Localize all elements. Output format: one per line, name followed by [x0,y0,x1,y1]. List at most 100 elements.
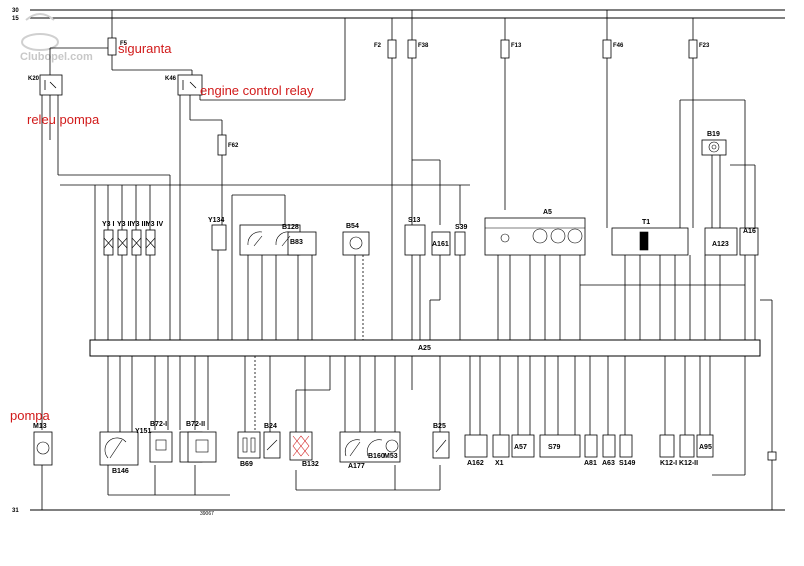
ecu-a25-box [89,339,761,357]
module-a16 [739,227,759,256]
label-s39: S39 [455,224,468,231]
label-a162: A162 [467,460,484,467]
label-s149: S149 [619,460,635,467]
fuse-f13 [500,39,510,59]
fuse-f46 [602,39,612,59]
switch-s13 [404,224,426,256]
relay-k46 [177,74,203,96]
label-s79: S79 [548,444,561,451]
sensor-b25 [432,431,450,459]
sensor-b69 [237,431,261,459]
relay-k20 [39,74,63,96]
switch-s79 [539,434,581,458]
label-b69: B69 [240,461,253,468]
label-b128: B128 [282,224,299,231]
pump-m13 [33,431,53,466]
label-a123: A123 [712,241,729,248]
rail-30-label: 30 [12,8,19,14]
fuse-f46-label: F46 [613,43,624,49]
label-y3-iii: Y3 III [131,221,147,228]
module-a177 [339,431,401,463]
label-b83: B83 [290,239,303,246]
rail-15-label: 15 [12,16,19,22]
fuse-f38-label: F38 [418,43,429,49]
label-a95: A95 [699,444,712,451]
label-y3-iv: Y3 IV [146,221,163,228]
relay-k12-ii [679,434,695,458]
module-a57 [511,434,535,458]
sensor-b72-ii [187,431,217,463]
injector-y3-ii [117,229,128,256]
module-a123 [704,227,738,256]
fuse-f38 [407,39,417,59]
fuse-f5-label: F5 [120,41,128,47]
label-y134: Y134 [208,217,224,224]
rail-31-label: 31 [12,508,19,514]
annotation-pompa: pompa [10,408,51,423]
injector-y3-iv [145,229,156,256]
fuse-f62-label: F62 [228,143,239,149]
label-m13: M13 [33,423,47,430]
label-b54: B54 [346,223,359,230]
label-a177: A177 [348,463,365,470]
label-b72-i: B72-I [150,421,167,428]
switch-s149 [619,434,633,458]
sensor-b146 [99,431,139,466]
injector-y3-i [103,229,114,256]
label-s13: S13 [408,217,421,224]
ecu-a25-label: A25 [418,345,431,352]
module-a63 [602,434,616,458]
label-b72-ii: B72-II [186,421,205,428]
label-y151: Y151 [135,428,151,435]
module-a162 [464,434,488,458]
label-b132: B132 [302,461,319,468]
sensor-b83 [287,231,317,256]
module-a81 [584,434,598,458]
figure-code: 39067 [200,511,214,517]
lower-wiring [41,299,773,510]
top-wiring [41,10,756,430]
transformer-t1 [611,227,689,256]
label-y3-ii: Y3 II [117,221,131,228]
label-a5: A5 [543,209,552,216]
cluster-a5 [484,217,586,256]
label-a57: A57 [514,444,527,451]
connector-x1 [492,434,510,458]
watermark-text: Clubopel.com [20,51,93,63]
label-k12-i: K12-I [660,460,677,467]
fuse-f23-label: F23 [699,43,710,49]
module-a161 [431,231,451,256]
component-y134 [211,224,227,251]
upper-components [103,139,759,256]
component-symbols [103,141,720,251]
connector-terminal [767,451,777,461]
module-a95 [696,434,714,458]
fuse-f2-label: F2 [374,43,382,49]
label-k12-ii: K12-II [679,460,698,467]
label-b146: B146 [112,468,129,475]
sensor-b19 [701,139,727,156]
fuse-f2 [387,39,397,59]
label-a161: A161 [432,241,449,248]
label-y3-i: Y3 I [102,221,115,228]
valve-y151 [149,431,173,463]
annotation-engine-control-relay: engine control relay [200,83,314,98]
label-x1: X1 [495,460,504,467]
label-b25: B25 [433,423,446,430]
power-rails [30,9,785,511]
fuse-f13-label: F13 [511,43,522,49]
fuses [107,37,698,156]
label-t1: T1 [642,219,650,226]
label-a81: A81 [584,460,597,467]
annotation-releu-pompa: releu pompa [27,112,100,127]
switch-s39 [454,231,466,256]
relay-k12-i [659,434,675,458]
relay-k20-label: K20 [28,76,40,82]
fuse-f62 [217,134,227,156]
label-b19: B19 [707,131,720,138]
watermark: Clubopel.com [20,13,93,63]
label-a63: A63 [602,460,615,467]
annotation-siguranta: siguranta [118,41,172,56]
lower-symbols [36,435,447,459]
